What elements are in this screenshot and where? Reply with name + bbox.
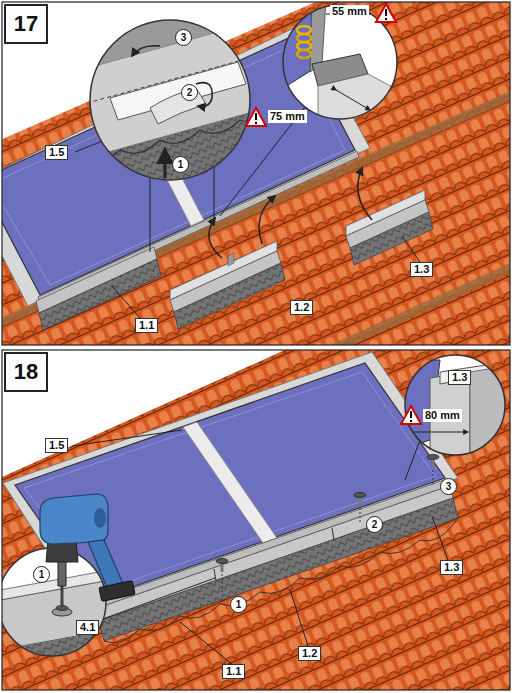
warning-sign [246, 4, 396, 126]
part-label: 1.5 [45, 145, 68, 160]
step-number: 17 [14, 11, 38, 37]
callout-number: 2 [366, 516, 383, 533]
callout-number: 3 [440, 478, 457, 495]
part-label: 1.3 [440, 560, 463, 575]
step-number-box: 17 [4, 4, 48, 44]
part-label: 1.3 [410, 262, 433, 277]
callout-number: 1 [33, 566, 50, 583]
dimension-label: 80 mm [423, 409, 462, 422]
callout-number: 3 [175, 29, 192, 46]
part-label: 1.2 [290, 300, 313, 315]
step-number-box: 18 [4, 352, 48, 392]
dimension-label: 55 mm [330, 5, 369, 18]
warning-sign [401, 406, 421, 424]
step-number: 18 [14, 359, 38, 385]
part-label: 1.3 [448, 370, 471, 385]
callout-number: 1 [230, 596, 247, 613]
callout-number: 1 [172, 156, 189, 173]
part-label: 1.1 [222, 664, 245, 679]
screw [216, 455, 439, 593]
part-label: 1.2 [298, 646, 321, 661]
part-label: 1.1 [135, 318, 158, 333]
callout-number: 2 [181, 84, 198, 101]
part-label: 1.5 [45, 438, 68, 453]
cordless-drill [40, 494, 135, 601]
part-label: 4.1 [76, 620, 99, 635]
dimension-label: 75 mm [268, 110, 307, 123]
